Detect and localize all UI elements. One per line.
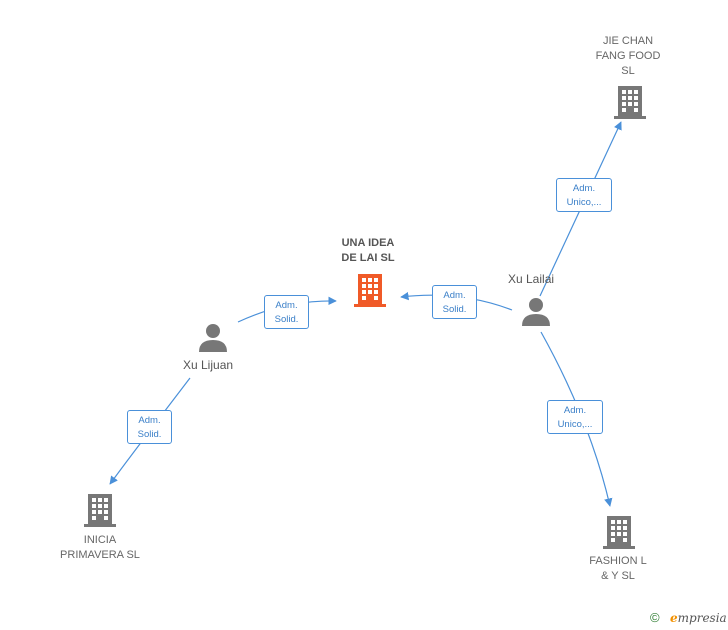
brand-logo-e: e xyxy=(670,611,678,625)
relation-badge-lijuan-center[interactable]: Adm. Solid. xyxy=(264,295,309,329)
company-label-jie-chan[interactable]: JIE CHAN FANG FOOD SL xyxy=(595,35,661,77)
person-label-xu-lijuan[interactable]: Xu Lijuan xyxy=(183,358,234,372)
relation-badge-lailai-center[interactable]: Adm. Solid. xyxy=(432,285,477,319)
relation-badge-lijuan-inicia[interactable]: Adm. Solid. xyxy=(127,410,172,444)
copyright-icon: © xyxy=(650,610,660,625)
company-label-fashion[interactable]: FASHION L & Y SL xyxy=(589,555,647,582)
relation-badge-lailai-fashion[interactable]: Adm. Unico,... xyxy=(547,400,603,434)
building-icon-inicia[interactable] xyxy=(84,492,116,528)
brand-logo-rest: mpresia xyxy=(677,611,727,625)
relation-badge-lailai-jie[interactable]: Adm. Unico,... xyxy=(556,178,612,212)
brand-logo: empresia xyxy=(670,611,727,625)
building-icon-center[interactable] xyxy=(354,272,386,308)
person-icon-xu-lijuan[interactable] xyxy=(198,322,228,352)
company-label-center[interactable]: UNA IDEA DE LAI SL xyxy=(341,237,395,264)
person-label-xu-lailai[interactable]: Xu Lailai xyxy=(508,272,555,286)
building-icon-fashion[interactable] xyxy=(603,514,635,550)
company-label-inicia[interactable]: INICIA PRIMAVERA SL xyxy=(60,534,140,561)
person-icon-xu-lailai[interactable] xyxy=(521,296,551,326)
building-icon-jie-chan[interactable] xyxy=(614,84,646,120)
